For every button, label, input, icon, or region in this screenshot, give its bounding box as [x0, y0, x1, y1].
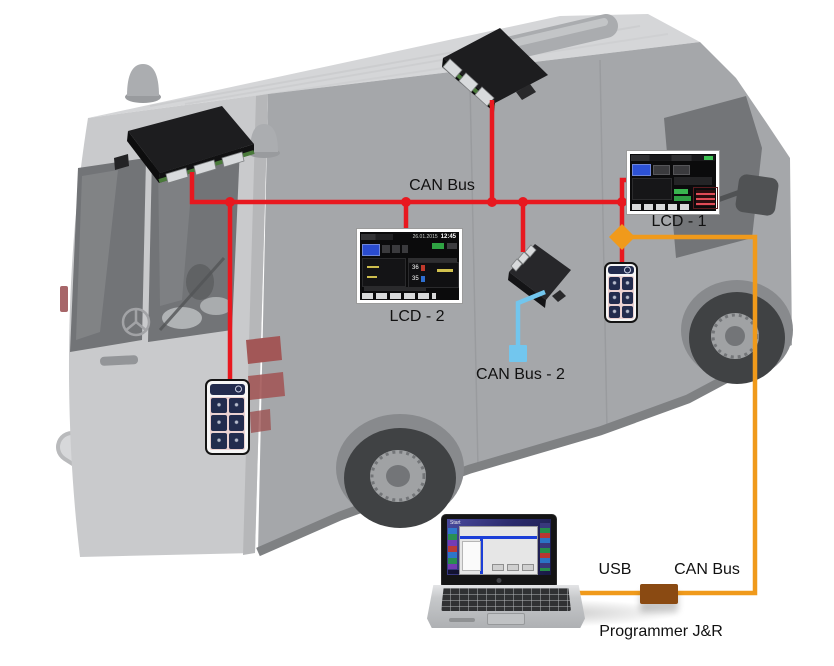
start-screen-label: Start: [450, 520, 461, 526]
roof-module-1: [114, 106, 255, 184]
can-bus-top-label: CAN Bus: [409, 177, 475, 194]
brand-emblem: [121, 307, 151, 337]
can-bus-2-terminator: [509, 345, 527, 362]
programmer-dongle: [640, 584, 678, 604]
programmer-app-window: [459, 526, 538, 575]
can-bus-2-label: CAN Bus - 2: [476, 366, 565, 383]
tap-diamond: [609, 224, 635, 250]
junction-dots: [225, 197, 627, 207]
lcd2-temp-upper: 36: [412, 265, 425, 271]
laptop-logo: [496, 578, 502, 583]
lcd-1-screen: [627, 151, 719, 214]
can-bus-2-line: [509, 289, 546, 362]
door-handle: [100, 355, 139, 366]
lcd2-statusbar: 26.01.2015 12:45: [396, 233, 458, 241]
front-wheel: [681, 280, 793, 384]
programmer-label: Programmer J&R: [599, 623, 723, 640]
keypad-power-button: [608, 266, 634, 275]
lcd2-temp-lower: 35: [412, 276, 425, 282]
lcd1-label: LCD - 1: [651, 213, 707, 230]
laptop-touchpad: [487, 613, 525, 625]
laptop-display: Start: [447, 519, 551, 575]
laptop-screen: Start: [441, 514, 557, 586]
lcd-2-screen: 26.01.2015 12:45 36 35: [357, 229, 462, 303]
keypad-power-button: [210, 384, 245, 395]
keypad-side: [604, 262, 638, 323]
laptop-base: [427, 585, 585, 628]
interior-module: [508, 244, 571, 308]
roof-module-2: [442, 28, 548, 112]
can-bus-bottom-label: CAN Bus: [674, 561, 740, 578]
start-tiles: [448, 528, 457, 569]
rear-windows: [70, 146, 240, 352]
roof-beacons: [125, 64, 280, 158]
usb-label: USB: [598, 561, 632, 578]
rear-wheel: [336, 414, 464, 528]
lcd1-header: [631, 155, 715, 161]
keypad-rear-door: [205, 379, 250, 455]
laptop-keyboard: [441, 588, 571, 611]
lcd2-label: LCD - 2: [389, 308, 445, 325]
lcd2-time: 12:45: [440, 234, 456, 240]
lcd2-date: 26.01.2015: [412, 234, 438, 240]
start-tiles: [540, 523, 550, 571]
